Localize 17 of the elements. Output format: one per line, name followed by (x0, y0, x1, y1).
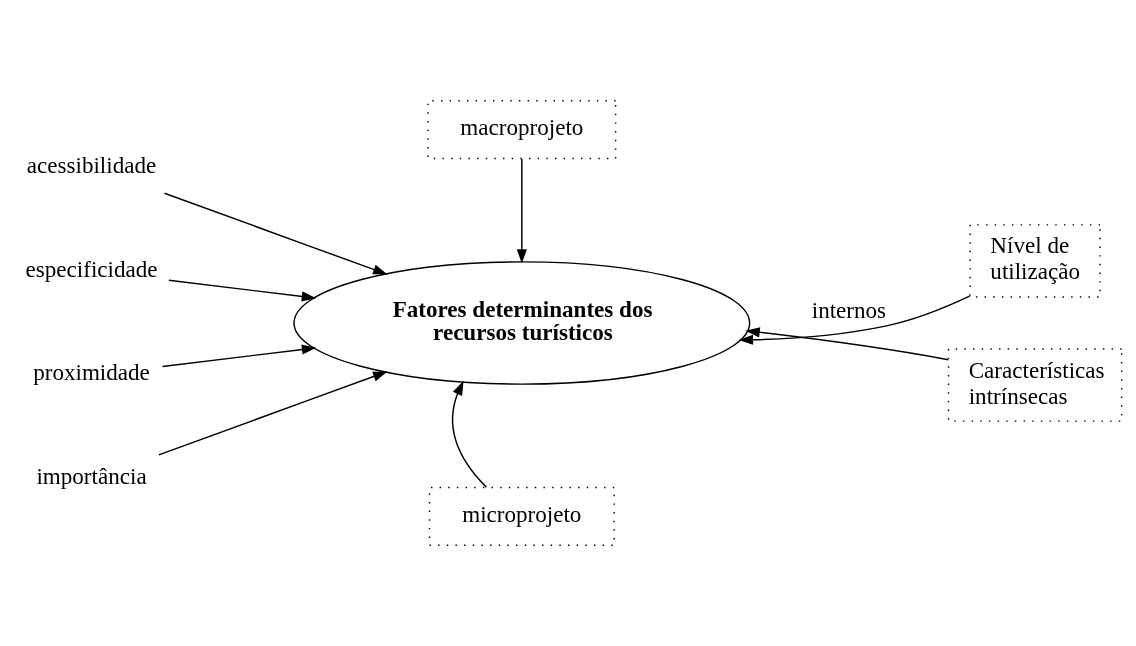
node-text: especificidade (25, 255, 158, 282)
node-box: macroprojeto (427, 100, 617, 160)
arrow (516, 158, 527, 264)
node-box: Características intrínsecas (947, 348, 1123, 422)
arrow (738, 295, 971, 345)
edge-label: internos (811, 297, 887, 324)
node-box: microprojeto (428, 486, 615, 546)
arrow (168, 279, 317, 302)
arrow (163, 192, 388, 275)
arrow (745, 327, 949, 361)
node-box: Nível de utilização (969, 224, 1101, 298)
arrow (161, 344, 317, 368)
arrow (451, 380, 488, 488)
node-text: proximidade (33, 359, 150, 386)
node-text: importância (36, 463, 147, 490)
node-text: acessibilidade (26, 151, 157, 178)
arrow (158, 371, 388, 456)
